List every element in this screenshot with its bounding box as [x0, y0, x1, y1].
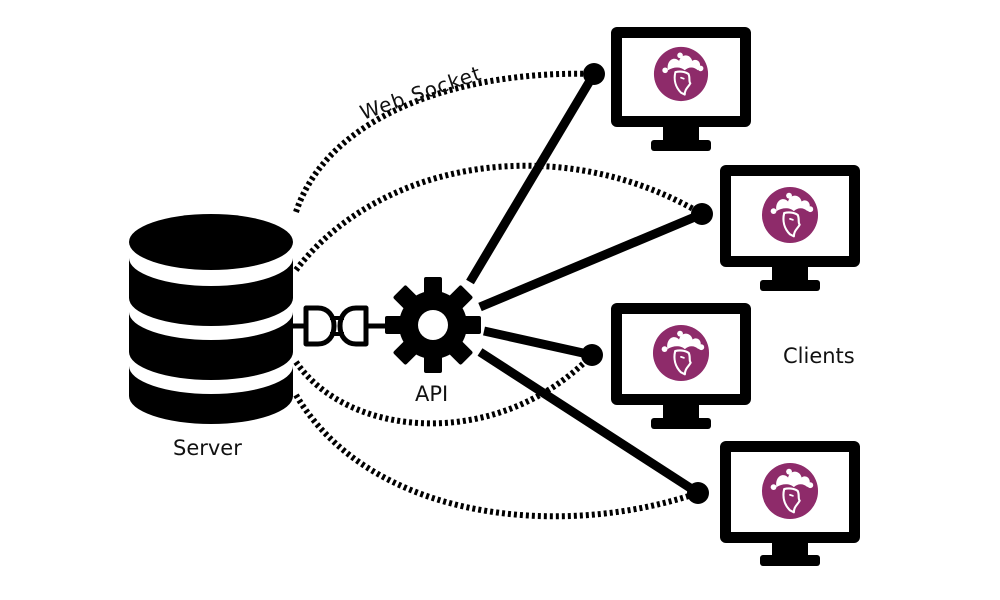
websocket-arc-4	[293, 393, 699, 520]
connection-endpoints	[581, 63, 713, 504]
jester-logo-icon	[761, 186, 819, 244]
api-line-1	[466, 71, 598, 285]
jester-logo-icon	[761, 462, 819, 520]
jester-logo-icon	[652, 324, 710, 382]
websocket-connections	[293, 70, 704, 520]
client-monitor-1	[611, 27, 751, 151]
client-monitor-4	[720, 441, 860, 566]
websocket-arc-3	[293, 352, 595, 427]
websocket-arc-1	[293, 70, 595, 213]
client-monitor-2	[720, 165, 860, 291]
api-line-3	[483, 326, 593, 360]
database-icon	[129, 214, 293, 424]
api-label: API	[415, 382, 448, 406]
plug-icon	[293, 305, 386, 347]
server-label: Server	[173, 436, 242, 460]
websocket-label: Web Socket	[357, 61, 485, 125]
jester-logo-icon	[653, 46, 709, 102]
api-connections	[466, 71, 704, 497]
client-monitor-3	[611, 303, 751, 429]
api-line-2	[478, 209, 704, 312]
websocket-arc-2	[293, 162, 704, 272]
api-line-4	[477, 348, 701, 497]
clients-label: Clients	[783, 344, 855, 368]
gear-icon	[385, 277, 481, 373]
